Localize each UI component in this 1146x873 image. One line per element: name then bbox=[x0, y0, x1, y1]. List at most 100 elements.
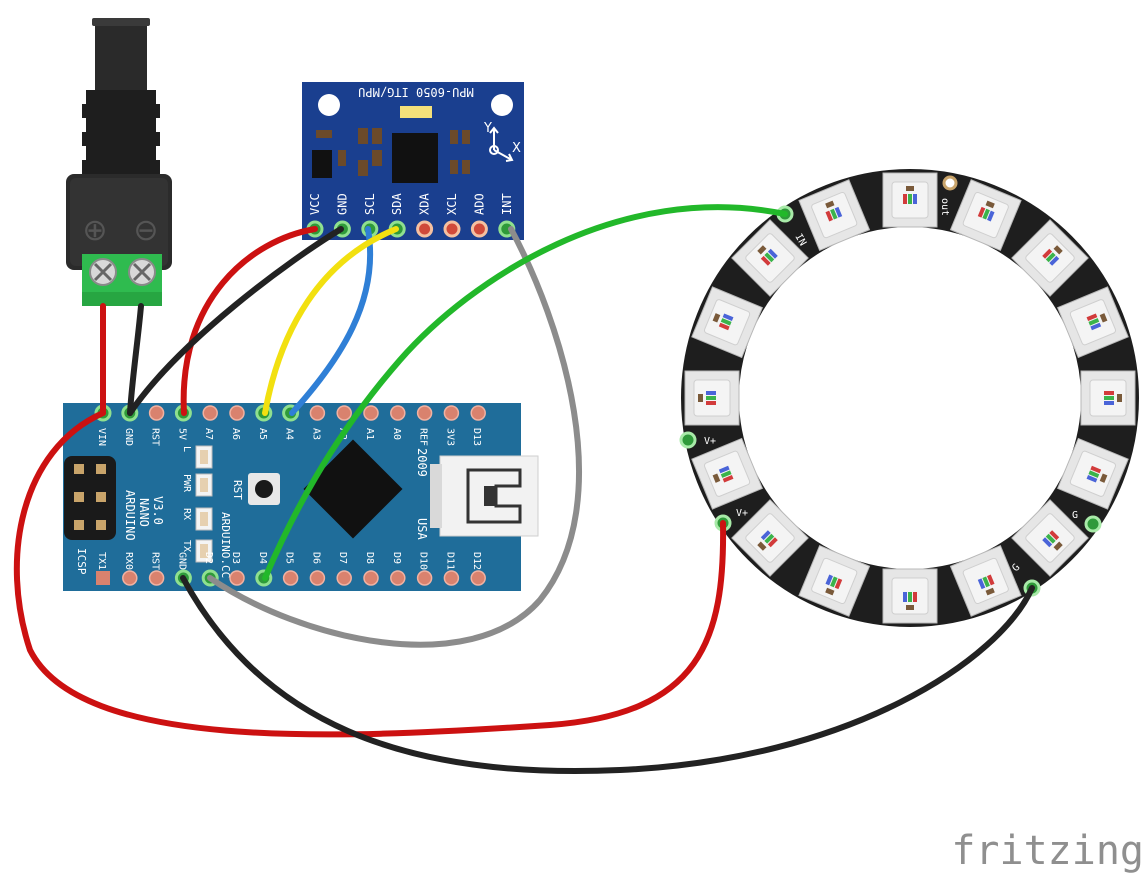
nano-pin-label-top-vin: VIN bbox=[96, 428, 107, 446]
nano-pin-bottom-d11[interactable] bbox=[443, 570, 460, 586]
mpu-pin-label-gnd: GND bbox=[335, 193, 349, 215]
nano-pin-label-top-3v3: 3V3 bbox=[444, 428, 455, 446]
nano-pin-top-a7[interactable] bbox=[202, 405, 218, 421]
nano-pin-bottom-d8[interactable] bbox=[363, 570, 379, 586]
nano-pin-bottom-d9[interactable] bbox=[390, 570, 406, 586]
ring-pad-g-right-label: G bbox=[1072, 510, 1078, 521]
wire-red-mpu-vcc-to-5v[interactable] bbox=[180, 226, 318, 416]
nano-pin-top-a3[interactable] bbox=[309, 405, 326, 421]
mpu-pin-label-int: INT bbox=[500, 193, 514, 215]
mpu-pin-label-scl: SCL bbox=[363, 193, 377, 215]
nano-pin-top-rst[interactable] bbox=[148, 405, 165, 421]
mpu-axis-x: X bbox=[512, 141, 521, 156]
nano-pin-label-bottom-d11: D11 bbox=[444, 552, 455, 570]
mpu-mount-hole bbox=[491, 94, 513, 116]
neopixel-led bbox=[684, 370, 740, 426]
year-label: 2009 bbox=[415, 448, 429, 477]
wire-green-ring-in-to-d4[interactable] bbox=[262, 204, 788, 581]
wire-black-dc-to-gnd[interactable] bbox=[127, 303, 144, 416]
nano-pin-bottom-rx0[interactable] bbox=[122, 570, 138, 586]
nano-pin-top-a0[interactable] bbox=[390, 405, 406, 421]
neopixel-led bbox=[691, 437, 764, 510]
nano-pin-label-bottom-gnd: GND bbox=[176, 552, 187, 570]
country-label: USA bbox=[415, 518, 429, 540]
nano-pin-bottom-rst[interactable] bbox=[148, 570, 165, 586]
nano-pin-label-bottom-d8: D8 bbox=[364, 552, 375, 564]
nano-pin-bottom-d5[interactable] bbox=[282, 570, 299, 586]
nano-pin-bottom-d7[interactable] bbox=[336, 570, 352, 586]
nano-pin-label-top-a1: A1 bbox=[364, 428, 375, 440]
jack-minus-symbol: ⊖ bbox=[133, 214, 158, 247]
neopixel-led bbox=[882, 568, 938, 624]
ring-pad-out-label: out bbox=[939, 198, 950, 216]
ring-pad-vplus-left-label: V+ bbox=[704, 436, 716, 447]
mpu-pin-xcl[interactable] bbox=[443, 220, 461, 238]
reset-label: RST bbox=[231, 480, 244, 500]
nano-pin-bottom-d12[interactable] bbox=[470, 570, 486, 586]
nano-pin-top-a1[interactable] bbox=[363, 405, 379, 421]
dc-barrel-jack: ⊕ ⊖ bbox=[66, 18, 172, 306]
wire-gray-int-to-d2[interactable] bbox=[207, 226, 582, 648]
mpu-title: MPU-6050 ITG/MPU bbox=[358, 85, 474, 99]
neopixel-led bbox=[882, 172, 938, 228]
nano-pin-label-bottom-d6: D6 bbox=[310, 552, 321, 564]
ring-mount-hole bbox=[942, 175, 958, 191]
nano-pin-label-top-a4: A4 bbox=[284, 428, 295, 440]
nano-pin-label-bottom-rst: RST bbox=[150, 552, 161, 570]
mpu-pin-label-vcc: VCC bbox=[308, 193, 322, 215]
nano-pin-label-bottom-d7: D7 bbox=[337, 552, 348, 564]
nano-pin-top-d13[interactable] bbox=[470, 405, 486, 421]
neopixel-led bbox=[949, 544, 1022, 617]
wire-black-mpu-gnd-to-gnd[interactable] bbox=[127, 226, 344, 416]
wire-yellow-sda-to-a5[interactable] bbox=[262, 226, 399, 416]
nano-pin-bottom-tx1[interactable] bbox=[96, 571, 110, 585]
ring-pad-vplus-left[interactable] bbox=[679, 431, 697, 449]
ring-pad-g-right[interactable] bbox=[1084, 515, 1102, 533]
mpu-axis-y: Y bbox=[483, 121, 492, 136]
mini-usb-connector[interactable] bbox=[430, 455, 539, 537]
nano-pin-bottom-d10[interactable] bbox=[416, 570, 433, 586]
nano-pin-top-a6[interactable] bbox=[229, 405, 245, 421]
neopixel-led bbox=[1011, 499, 1089, 577]
neopixel-led bbox=[798, 179, 871, 252]
neopixel-led bbox=[1056, 437, 1129, 510]
led-label-tx: TX bbox=[181, 540, 192, 552]
led-label-rx: RX bbox=[181, 508, 192, 520]
nano-pin-label-top-d13: D13 bbox=[471, 428, 482, 446]
mpu-pin-label-sda: SDA bbox=[390, 193, 404, 215]
neopixel-led bbox=[949, 179, 1022, 252]
nano-pin-top-3v3[interactable] bbox=[443, 405, 460, 421]
nano-pin-label-top-gnd: GND bbox=[123, 428, 134, 446]
neopixel-led bbox=[691, 286, 764, 359]
neopixel-led bbox=[731, 499, 809, 577]
wire-blue-scl-to-a4[interactable] bbox=[289, 226, 374, 416]
nano-pin-label-bottom-d2: D2 bbox=[203, 552, 214, 564]
nano-pin-top-ref[interactable] bbox=[416, 405, 433, 421]
nano-pin-label-bottom-d12: D12 bbox=[471, 552, 482, 570]
nano-pin-label-bottom-d10: D10 bbox=[418, 552, 429, 570]
nano-pin-bottom-d3[interactable] bbox=[229, 570, 245, 586]
led-label-pwr: PWR bbox=[181, 474, 192, 493]
wire-black-gnd-to-ring-g[interactable] bbox=[180, 575, 1035, 775]
wire-red-vin-to-ring-vplus[interactable] bbox=[13, 410, 727, 738]
nano-pin-bottom-d6[interactable] bbox=[309, 570, 326, 586]
nano-pin-top-a2[interactable] bbox=[336, 405, 352, 421]
fritzing-logo: fritzing bbox=[951, 828, 1144, 873]
nano-pin-label-bottom-tx1: TX1 bbox=[96, 552, 107, 570]
mpu-pin-label-ado: ADO bbox=[472, 193, 486, 215]
mpu-pin-ado[interactable] bbox=[470, 220, 488, 238]
nano-pin-label-top-a6: A6 bbox=[230, 428, 241, 440]
neopixel-led bbox=[798, 544, 871, 617]
wires bbox=[13, 204, 1035, 775]
mpu-pin-label-xda: XDA bbox=[418, 193, 432, 215]
mpu-pin-xda[interactable] bbox=[416, 220, 434, 238]
ring-pad-in-label: IN bbox=[792, 232, 808, 248]
nano-pin-label-bottom-d3: D3 bbox=[230, 552, 241, 564]
nano-pin-label-bottom-d5: D5 bbox=[284, 552, 295, 564]
nano-pin-label-top-5v: 5V bbox=[176, 428, 187, 440]
